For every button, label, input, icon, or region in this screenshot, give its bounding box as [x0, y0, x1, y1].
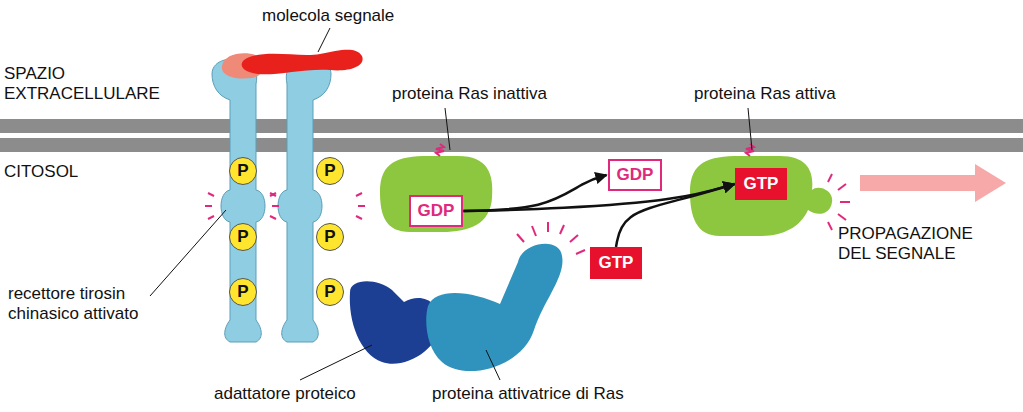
membrane-inner [0, 138, 1023, 152]
reaction-arrow [616, 184, 735, 247]
lipid-anchor [436, 144, 444, 156]
leader-line [150, 210, 226, 296]
node-text: GTP [744, 174, 779, 194]
gdp-box: GDP [409, 195, 464, 227]
label: adattatore proteico [214, 384, 356, 404]
phosphate-circle: P [316, 157, 344, 185]
ras-active [690, 156, 832, 236]
leader-line [748, 108, 752, 150]
lipid-anchor [746, 144, 754, 156]
label: proteina Ras inattiva [392, 84, 547, 104]
receptor-left [212, 59, 265, 342]
leader-line [300, 345, 372, 380]
node-text: GDP [418, 201, 455, 221]
phosphate-circle: P [229, 157, 257, 185]
label: molecola segnale [262, 6, 394, 26]
activity-ticks [517, 222, 585, 254]
node-text: P [324, 227, 335, 247]
label: SPAZIO EXTRACELLULARE [4, 64, 179, 104]
propagation-arrow [860, 164, 1006, 202]
phosphate-circle: P [229, 278, 257, 306]
receptor [212, 59, 331, 342]
phosphate-circle: P [316, 223, 344, 251]
phosphate-circle: P [229, 223, 257, 251]
leader-line [318, 28, 330, 52]
node-text: GDP [617, 165, 654, 185]
ras-activator [426, 244, 562, 371]
label: recettore tirosin chinasico attivato [8, 284, 160, 324]
reaction-arrow [463, 175, 606, 211]
node-text: P [324, 161, 335, 181]
membrane-outer [0, 119, 1023, 133]
activity-ticks [205, 193, 365, 219]
node-text: P [237, 227, 248, 247]
signal-molecule [242, 50, 363, 75]
node-text: P [324, 282, 335, 302]
gtp-box: GTP [590, 247, 643, 279]
leader-line [445, 108, 450, 150]
ras-inactive [380, 156, 492, 232]
activity-ticks [828, 174, 850, 230]
node-text: P [237, 161, 248, 181]
label: proteina attivatrice di Ras [432, 384, 624, 404]
node-text: P [237, 282, 248, 302]
gdp-box: GDP [608, 159, 663, 191]
leader-line [486, 350, 500, 380]
node-text: GTP [599, 253, 634, 273]
gtp-box: GTP [735, 168, 788, 200]
phosphate-circle: P [316, 278, 344, 306]
label: PROPAGAZIONE DEL SEGNALE [838, 224, 988, 264]
reaction-arrow [463, 184, 734, 211]
label: proteina Ras attiva [694, 84, 836, 104]
label: CITOSOL [4, 162, 78, 182]
